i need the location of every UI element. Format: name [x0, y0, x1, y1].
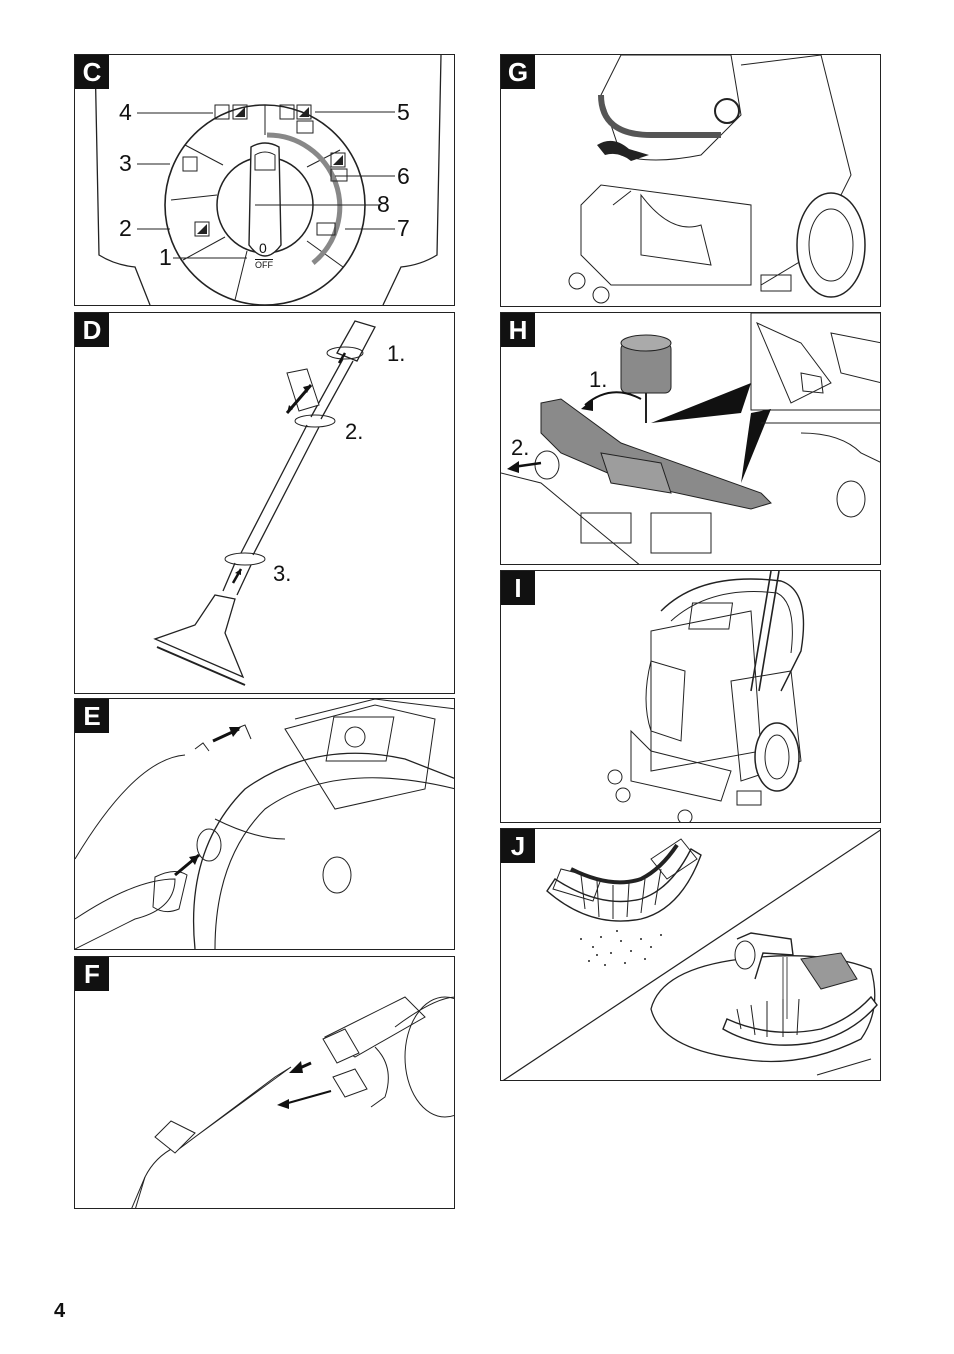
- panel-i-badge: I: [501, 571, 535, 605]
- panel-d-badge: D: [75, 313, 109, 347]
- panel-g-badge: G: [501, 55, 535, 89]
- panel-i: I: [500, 570, 881, 823]
- panel-e: E: [74, 698, 455, 950]
- dial-zero-label: 0: [259, 240, 267, 256]
- filter-cleaning-illustration: [501, 829, 881, 1081]
- panel-f-badge: F: [75, 957, 109, 991]
- step-1-label: 1.: [589, 367, 607, 393]
- panel-j: J: [500, 828, 881, 1081]
- hose-connection-illustration: [75, 699, 455, 950]
- panel-c-badge: C: [75, 55, 109, 89]
- step-1-label: 1.: [387, 341, 405, 367]
- panel-j-badge: J: [501, 829, 535, 863]
- dial-label-2: 2: [119, 215, 132, 242]
- panel-f: F: [74, 956, 455, 1209]
- dial-label-7: 7: [397, 215, 410, 242]
- dial-label-4: 4: [119, 99, 132, 126]
- page-number: 4: [54, 1300, 65, 1323]
- step-2-label: 2.: [345, 419, 363, 445]
- dial-label-8: 8: [377, 191, 390, 218]
- panel-h: H 1. 2.: [500, 312, 881, 565]
- panel-d: D 1. 2. 3.: [74, 312, 455, 694]
- machine-storage-illustration: [501, 571, 881, 823]
- panel-h-badge: H: [501, 313, 535, 347]
- filter-removal-illustration: [501, 313, 881, 565]
- dial-label-3: 3: [119, 150, 132, 177]
- dial-label-6: 6: [397, 163, 410, 190]
- step-2-label: 2.: [511, 435, 529, 461]
- wand-assembly-illustration: [75, 313, 455, 694]
- handle-connection-illustration: [75, 957, 455, 1209]
- panel-g: G: [500, 54, 881, 307]
- dial-label-5: 5: [397, 99, 410, 126]
- dial-off-label: OFF: [255, 260, 273, 270]
- step-3-label: 3.: [273, 561, 291, 587]
- machine-handle-illustration: [501, 55, 881, 307]
- panel-c: C 4 3 2 1 5 6 8 7 0 OFF: [74, 54, 455, 306]
- panel-e-badge: E: [75, 699, 109, 733]
- dial-label-1: 1: [159, 244, 172, 271]
